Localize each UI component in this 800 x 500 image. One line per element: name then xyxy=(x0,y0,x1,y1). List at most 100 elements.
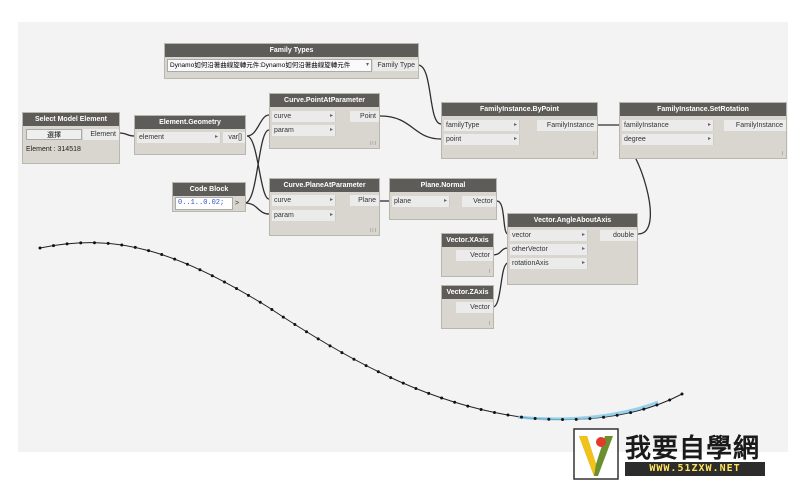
curve-point xyxy=(376,370,380,374)
curve-point xyxy=(210,274,214,278)
curve-point xyxy=(147,249,151,253)
curve-point xyxy=(270,308,274,312)
node-title: Plane.Normal xyxy=(390,179,496,192)
input-port-family-instance[interactable]: familyInstance▸ xyxy=(622,120,714,131)
dynamo-canvas[interactable]: Select Model Element 選擇 Element Element … xyxy=(18,22,788,452)
vector-xaxis-node[interactable]: Vector.XAxis Vector l xyxy=(441,233,494,277)
input-port-point[interactable]: point▸ xyxy=(444,134,520,145)
family-instance-set-rotation-node[interactable]: FamilyInstance.SetRotation familyInstanc… xyxy=(619,102,787,159)
curve-point xyxy=(316,337,320,341)
curve-point xyxy=(414,386,418,390)
node-title: Select Model Element xyxy=(23,113,119,126)
family-type-dropdown[interactable]: Dynamo如何沿著曲線旋轉元件:Dynamo如何沿著曲線旋轉元件 ▾ xyxy=(167,59,372,72)
input-port-param[interactable]: param▸ xyxy=(272,210,336,221)
input-port-vector[interactable]: vector▸ xyxy=(510,230,588,241)
element-geometry-node[interactable]: Element.Geometry element▸ var[] xyxy=(134,115,246,155)
node-title: Vector.XAxis xyxy=(442,234,493,247)
curve-point-at-parameter-node[interactable]: Curve.PointAtParameter curve▸ param▸ Poi… xyxy=(269,93,380,149)
curve-point xyxy=(340,351,344,355)
port-label: Element xyxy=(90,131,116,138)
curve-point xyxy=(38,246,42,250)
output-port-point[interactable]: Point xyxy=(350,111,379,122)
port-label: double xyxy=(612,232,634,239)
curve-point xyxy=(506,413,510,417)
output-port-family-instance[interactable]: FamilyInstance xyxy=(537,120,597,131)
curve-point xyxy=(160,253,164,257)
family-instance-by-point-node[interactable]: FamilyInstance.ByPoint familyType▸ point… xyxy=(441,102,598,159)
curve-point xyxy=(222,280,226,284)
curve-point xyxy=(185,262,189,266)
input-port-other-vector[interactable]: otherVector▸ xyxy=(510,244,588,255)
port-label: element xyxy=(139,134,164,141)
wire-code-to-pointparam xyxy=(244,129,270,204)
output-port-family-type[interactable]: Family Type xyxy=(373,60,418,71)
output-port-double[interactable]: double xyxy=(600,230,637,241)
port-label: degree xyxy=(624,136,646,143)
port-label: plane xyxy=(394,198,412,205)
site-logo-icon xyxy=(573,428,619,480)
curve-point xyxy=(364,364,368,368)
curve-point xyxy=(492,410,496,414)
lacing-icon[interactable]: l xyxy=(781,151,783,157)
code-editor[interactable]: 0..1..0.02; xyxy=(175,197,233,210)
input-port-plane[interactable]: plane ▸ xyxy=(392,196,450,207)
dropdown-selected-value: Dynamo如何沿著曲線旋轉元件:Dynamo如何沿著曲線旋轉元件 xyxy=(170,62,351,69)
curve-point xyxy=(668,398,672,402)
curve-point xyxy=(133,245,137,249)
port-label: familyInstance xyxy=(624,122,669,129)
curve-point xyxy=(246,293,250,297)
chevron-right-icon: ▸ xyxy=(443,198,447,204)
curve-point xyxy=(574,417,578,421)
input-port-element[interactable]: element▸ xyxy=(137,132,221,143)
wire-familytype-to-bypoint xyxy=(417,64,442,125)
site-watermark: 我要自學網 WWW.51ZXW.NET xyxy=(573,428,768,484)
curve-point xyxy=(173,257,177,261)
curve-point xyxy=(615,413,619,417)
port-label: curve xyxy=(274,197,292,204)
port-label: Vector xyxy=(470,304,490,311)
input-port-degree[interactable]: degree▸ xyxy=(622,134,714,145)
input-port-curve[interactable]: curve▸ xyxy=(272,195,336,206)
input-port-rotation-axis[interactable]: rotationAxis▸ xyxy=(510,258,588,269)
select-model-element-node[interactable]: Select Model Element 選擇 Element Element … xyxy=(22,112,120,164)
chevron-right-icon: ▸ xyxy=(581,232,585,238)
curve-point xyxy=(533,417,537,421)
chevron-right-icon: ▸ xyxy=(329,127,333,133)
input-port-param[interactable]: param▸ xyxy=(272,125,336,136)
output-port-family-instance[interactable]: FamilyInstance xyxy=(724,120,786,131)
lacing-icon[interactable]: l l l xyxy=(369,228,376,234)
lacing-icon[interactable]: l xyxy=(488,321,490,327)
output-port-geometry[interactable]: var[] xyxy=(223,132,245,143)
curve-point xyxy=(258,300,262,304)
output-port-vector[interactable]: Vector xyxy=(456,250,493,261)
plane-normal-node[interactable]: Plane.Normal plane ▸ Vector xyxy=(389,178,497,220)
output-port-code[interactable]: > xyxy=(235,198,245,209)
node-title: Curve.PointAtParameter xyxy=(270,94,379,107)
family-types-node[interactable]: Family Types Dynamo如何沿著曲線旋轉元件:Dynamo如何沿著… xyxy=(164,43,419,79)
output-port-vector[interactable]: Vector xyxy=(456,302,493,313)
watermark-url: WWW.51ZXW.NET xyxy=(625,462,765,476)
vector-zaxis-node[interactable]: Vector.ZAxis Vector l xyxy=(441,285,494,329)
code-block-node[interactable]: Code Block 0..1..0.02; > xyxy=(172,182,246,212)
input-port-family-type[interactable]: familyType▸ xyxy=(444,120,520,131)
port-label: point xyxy=(446,136,462,143)
wire-geometry-to-planecurve xyxy=(246,135,270,200)
curve-point xyxy=(440,396,444,400)
lacing-icon[interactable]: l xyxy=(592,151,594,157)
port-label: Family Type xyxy=(377,62,415,69)
output-port-plane[interactable]: Plane xyxy=(350,195,379,206)
curve-point xyxy=(281,315,285,319)
curve-point xyxy=(427,391,431,395)
geometry-preview-points xyxy=(38,241,684,422)
curve-plane-at-parameter-node[interactable]: Curve.PlaneAtParameter curve▸ param▸ Pla… xyxy=(269,178,380,236)
lacing-icon[interactable]: l xyxy=(488,269,490,275)
output-port-element[interactable]: Element xyxy=(83,129,119,140)
output-port-vector[interactable]: Vector xyxy=(462,196,496,207)
curve-point xyxy=(588,417,592,421)
input-port-curve[interactable]: curve▸ xyxy=(272,111,336,122)
vector-angle-about-axis-node[interactable]: Vector.AngleAboutAxis vector▸ otherVecto… xyxy=(507,213,638,285)
lacing-icon[interactable]: l l l xyxy=(369,141,376,147)
select-button[interactable]: 選擇 xyxy=(26,129,82,140)
node-title: FamilyInstance.SetRotation xyxy=(620,103,786,116)
curve-point xyxy=(479,407,483,411)
